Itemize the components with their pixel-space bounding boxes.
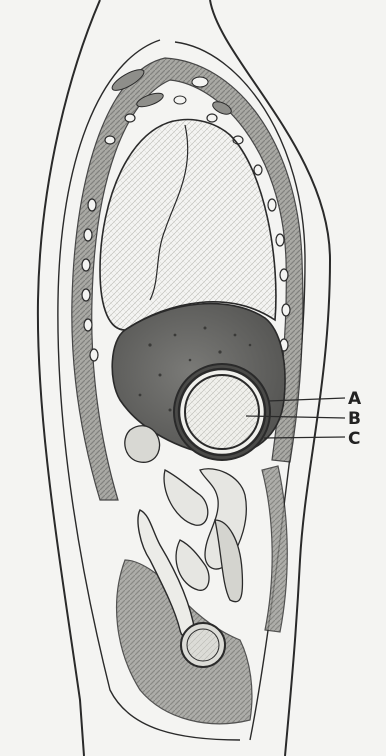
rib	[276, 234, 284, 246]
rib	[84, 319, 92, 331]
round-organ-bottom-inner	[187, 629, 219, 661]
rib	[280, 269, 288, 281]
rib	[82, 289, 90, 301]
rib	[105, 136, 115, 144]
rib	[125, 114, 135, 122]
rib	[88, 199, 96, 211]
rib	[268, 199, 276, 211]
rib	[282, 304, 290, 316]
rib	[90, 349, 98, 361]
rib	[82, 259, 90, 271]
label-b: B	[348, 409, 361, 429]
label-c: C	[348, 429, 360, 449]
right-abdominal-wall	[262, 466, 287, 632]
small-organ-left	[125, 426, 160, 463]
rib	[254, 165, 262, 175]
cyst-inner-content	[185, 375, 259, 449]
label-a: A	[348, 389, 362, 409]
rib	[207, 114, 217, 122]
rib	[84, 229, 92, 241]
